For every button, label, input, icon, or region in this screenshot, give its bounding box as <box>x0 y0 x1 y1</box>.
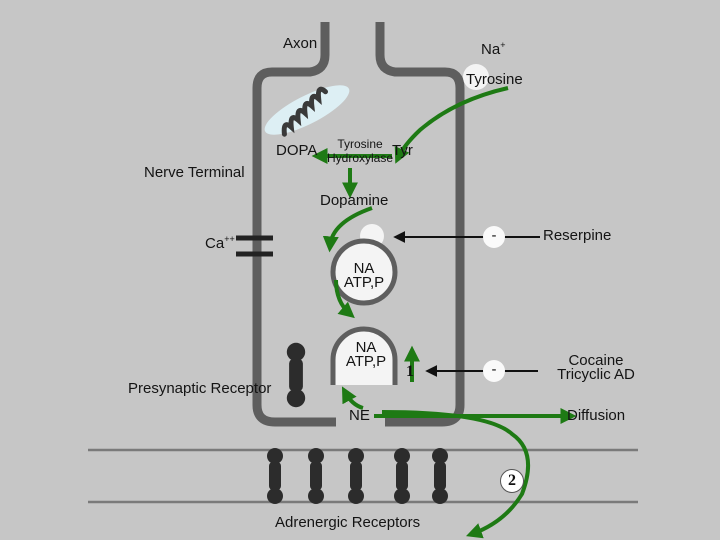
diffusion-label: Diffusion <box>567 407 626 424</box>
nerve-terminal-membrane-right <box>375 22 465 427</box>
na-channel-vesicle <box>463 64 489 90</box>
enzyme-label-line2: Hydroxylase <box>326 151 394 165</box>
tyr-label: Tyr <box>392 142 413 159</box>
na-ion-label: Na+ <box>481 40 506 58</box>
fusing-vesicle <box>330 326 398 385</box>
calcium-charge: ++ <box>224 234 235 244</box>
na-ion-symbol: Na <box>481 41 501 58</box>
uptake-minus-circle <box>483 360 505 382</box>
uptake-blockers-label: Cocaine Tricyclic AD <box>557 352 635 384</box>
na-ion-charge: + <box>500 40 506 50</box>
uptake-1-marker: 1 <box>406 363 414 380</box>
uptake-minus-sign: - <box>491 361 497 378</box>
transport-arrows <box>311 86 577 539</box>
uptake-blockers-line2: Tricyclic AD <box>557 366 635 384</box>
dopamine-label: Dopamine <box>320 192 389 209</box>
vesicle-line1: NA <box>353 260 375 277</box>
vesicle-line2: ATP,P <box>343 274 385 292</box>
tyrosine-uptake-arrow <box>394 86 509 164</box>
uptake-blockers-line1: Cocaine <box>568 352 624 369</box>
calcium-label: Ca++ <box>205 234 235 252</box>
tyrosine-label: Tyrosine <box>466 71 523 88</box>
mitochondrion <box>264 85 350 137</box>
vesicle-to-membrane-arrow <box>334 279 355 319</box>
adrenergic-receptors-label: Adrenergic Receptors <box>275 514 421 531</box>
release-line1: NA <box>355 339 377 356</box>
presynaptic-receptor <box>286 342 306 408</box>
uptake-2-marker: 2 <box>500 469 524 493</box>
dopamine-uptake-arrow <box>322 206 373 253</box>
reserpine-minus-sign: - <box>491 227 497 244</box>
adrenergic-receptors <box>267 448 448 504</box>
release-contents-label: NA ATP,P <box>345 339 387 371</box>
presynaptic-receptor-label: Presynaptic Receptor <box>128 380 272 397</box>
enzyme-label-line1: Tyrosine <box>337 137 383 151</box>
calcium-symbol: Ca <box>205 235 225 252</box>
storage-vesicle <box>330 238 398 306</box>
nerve-terminal-label: Nerve Terminal <box>144 164 245 181</box>
vesicle-contents-label: NA ATP,P <box>343 260 385 292</box>
axon-label: Axon <box>283 35 318 52</box>
nerve-terminal-membrane-left <box>252 22 345 427</box>
ne-to-vesicle-arrow <box>341 386 364 410</box>
dopa-label: DOPA <box>276 142 318 159</box>
reserpine-label: Reserpine <box>543 227 612 244</box>
inhibition-arrows <box>393 231 540 377</box>
reserpine-minus-circle <box>483 226 505 248</box>
release-line2: ATP,P <box>345 353 387 371</box>
ne-label: NE <box>349 407 370 424</box>
